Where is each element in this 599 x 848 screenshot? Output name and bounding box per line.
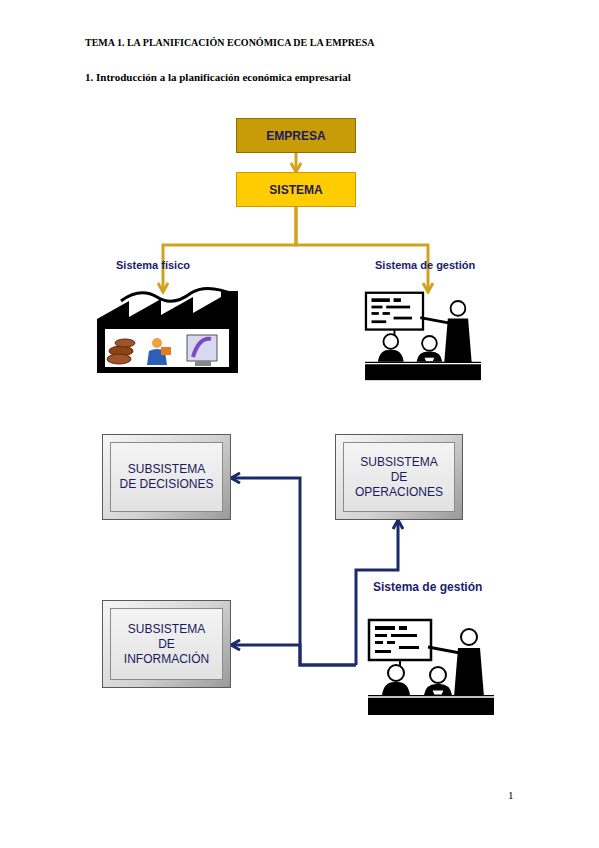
- system-heading: Sistema físico: [116, 259, 190, 271]
- subsystem-face: SUBSISTEMA DE OPERACIONES: [343, 442, 455, 512]
- flow-arrow: [163, 207, 296, 292]
- meeting-illustration: [362, 290, 484, 382]
- subsystem-box: SUBSISTEMA DE INFORMACIÓN: [102, 600, 231, 688]
- flow-arrow: [231, 645, 356, 665]
- box-label: SISTEMA: [269, 183, 322, 197]
- flow-arrow: [296, 207, 428, 292]
- system-heading: Sistema de gestión: [375, 259, 475, 271]
- management-system: Sistema de gestión: [356, 617, 496, 717]
- company-box: EMPRESA: [236, 118, 356, 153]
- management-system: Sistema de gestión: [362, 292, 484, 380]
- subsystem-label: SUBSISTEMA DE DECISIONES: [119, 462, 215, 492]
- box-label: EMPRESA: [266, 129, 325, 143]
- subsystem-face: SUBSISTEMA DE DECISIONES: [110, 442, 223, 512]
- subsystem-box: SUBSISTEMA DE OPERACIONES: [335, 434, 463, 520]
- section-heading: 1. Introducción a la planificación econó…: [85, 71, 351, 83]
- meeting-illustration: [366, 617, 496, 717]
- subsystem-label: SUBSISTEMA DE OPERACIONES: [351, 455, 447, 500]
- physical-system: Sistema físico: [95, 292, 240, 374]
- flow-arrow: [295, 153, 298, 172]
- subsystem-box: SUBSISTEMA DE DECISIONES: [102, 434, 231, 520]
- system-box: SISTEMA: [236, 172, 356, 207]
- factory-illustration: [95, 285, 240, 375]
- subsystem-label: SUBSISTEMA DE INFORMACIÓN: [119, 622, 215, 667]
- page-title: TEMA 1. LA PLANIFICACIÓN ECONÓMICA DE LA…: [85, 37, 374, 48]
- page-number: 1: [508, 789, 514, 801]
- subsystem-face: SUBSISTEMA DE INFORMACIÓN: [110, 608, 223, 680]
- system-heading: Sistema de gestión: [373, 580, 482, 594]
